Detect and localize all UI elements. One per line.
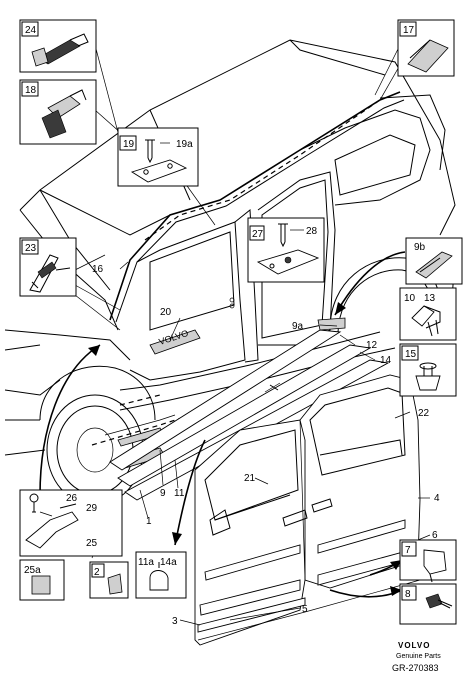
callout-9b: 9b	[414, 242, 426, 253]
inset-24	[19, 19, 97, 73]
inset-10-13	[399, 287, 457, 341]
inset-23	[19, 237, 77, 297]
callout-5: 5	[302, 604, 308, 615]
callout-10: 10	[404, 293, 416, 304]
callout-18: 18	[25, 85, 37, 96]
callout-2: 2	[94, 567, 100, 578]
inset-7	[399, 539, 457, 583]
callout-labels: 24 18 23 19 19a 17 27 28 9b 10 13 15 16 …	[24, 25, 440, 627]
inset-8	[399, 583, 457, 625]
callout-11: 11	[174, 488, 185, 499]
diagram-code: GR-270383	[392, 663, 439, 673]
callout-4: 4	[434, 493, 440, 504]
callout-22: 22	[418, 408, 430, 419]
callout-13: 13	[424, 293, 436, 304]
callout-26: 26	[66, 493, 78, 504]
callout-6: 6	[432, 530, 438, 541]
inset-2	[89, 561, 129, 599]
inset-25a	[19, 559, 65, 601]
callout-27: 27	[252, 229, 264, 240]
callout-9a: 9a	[292, 321, 304, 332]
callout-9: 9	[160, 488, 166, 499]
callout-14: 14	[380, 355, 392, 366]
callout-21: 21	[244, 473, 256, 484]
callout-12: 12	[366, 340, 378, 351]
callout-24: 24	[25, 25, 37, 36]
inset-9b	[405, 237, 463, 285]
callout-20: 20	[160, 307, 172, 318]
callout-17: 17	[403, 25, 415, 36]
car-body: VOLVO	[4, 39, 456, 506]
inset-15	[399, 343, 457, 397]
callout-29: 29	[86, 503, 98, 514]
callout-25a: 25a	[24, 565, 41, 576]
callout-1: 1	[146, 516, 152, 527]
callout-15: 15	[405, 349, 417, 360]
callout-23: 23	[25, 243, 37, 254]
brand-logo: VOLVO	[398, 641, 430, 650]
callout-28: 28	[306, 226, 318, 237]
brand-block: VOLVO Genuine Parts GR-270383	[392, 641, 441, 673]
callout-8: 8	[405, 589, 411, 600]
callout-19a: 19a	[176, 139, 193, 150]
callout-3: 3	[172, 616, 178, 627]
door-assembly	[194, 374, 421, 646]
brand-subtitle: Genuine Parts	[396, 653, 441, 660]
callout-7: 7	[405, 545, 411, 556]
inset-11a-14a	[135, 551, 187, 599]
inset-19	[117, 127, 199, 187]
inset-27	[247, 217, 325, 283]
callout-14a: 14a	[160, 557, 177, 568]
inset-17	[397, 19, 455, 77]
inset-18	[19, 79, 97, 145]
callout-19: 19	[123, 139, 135, 150]
callout-11a: 11a	[138, 557, 154, 568]
inset-25-26-29	[19, 489, 123, 557]
callout-16: 16	[92, 264, 104, 275]
callout-25: 25	[86, 538, 98, 549]
